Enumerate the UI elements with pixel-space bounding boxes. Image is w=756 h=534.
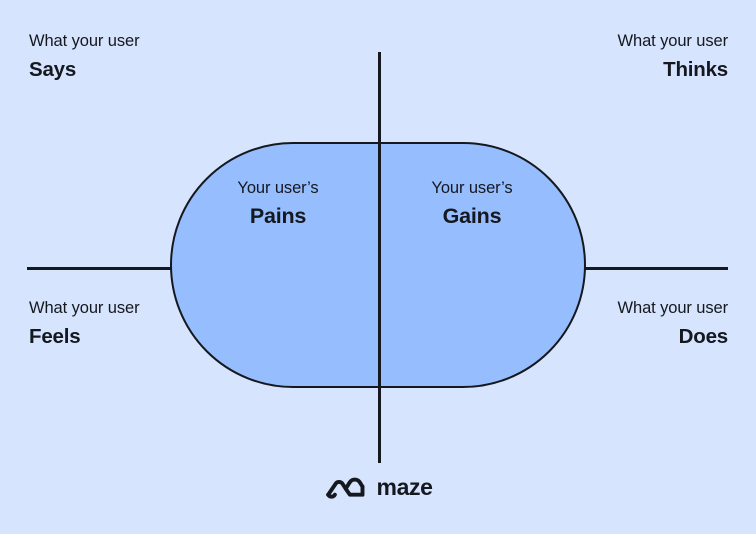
- quadrant-label-does: What your user Does: [617, 298, 729, 350]
- quadrant-eyebrow-feels: What your user: [29, 299, 140, 317]
- quadrant-eyebrow-says: What your user: [29, 32, 140, 50]
- brand-logo: maze: [0, 474, 756, 500]
- center-label-gains: Your user’s Gains: [382, 178, 562, 231]
- center-eyebrow-pains: Your user’s: [237, 179, 319, 197]
- horizontal-axis-line-right: [584, 267, 728, 270]
- quadrant-label-feels: What your user Feels: [29, 298, 140, 350]
- quadrant-label-thinks: What your user Thinks: [617, 31, 729, 83]
- quadrant-eyebrow-thinks: What your user: [617, 32, 729, 50]
- quadrant-headline-thinks: Thinks: [663, 57, 728, 81]
- quadrant-eyebrow-does: What your user: [617, 299, 729, 317]
- center-eyebrow-gains: Your user’s: [431, 179, 513, 197]
- maze-wordmark: maze: [376, 473, 433, 500]
- quadrant-label-says: What your user Says: [29, 31, 140, 83]
- center-headline-gains: Gains: [442, 204, 502, 229]
- maze-logomark-icon: [325, 477, 364, 499]
- center-label-pains: Your user’s Pains: [188, 178, 368, 231]
- horizontal-axis-line-left: [27, 267, 172, 270]
- quadrant-headline-does: Does: [678, 324, 729, 348]
- quadrant-headline-says: Says: [29, 57, 77, 81]
- quadrant-headline-feels: Feels: [29, 324, 81, 348]
- vertical-axis-line: [378, 52, 381, 463]
- center-headline-pains: Pains: [249, 204, 307, 229]
